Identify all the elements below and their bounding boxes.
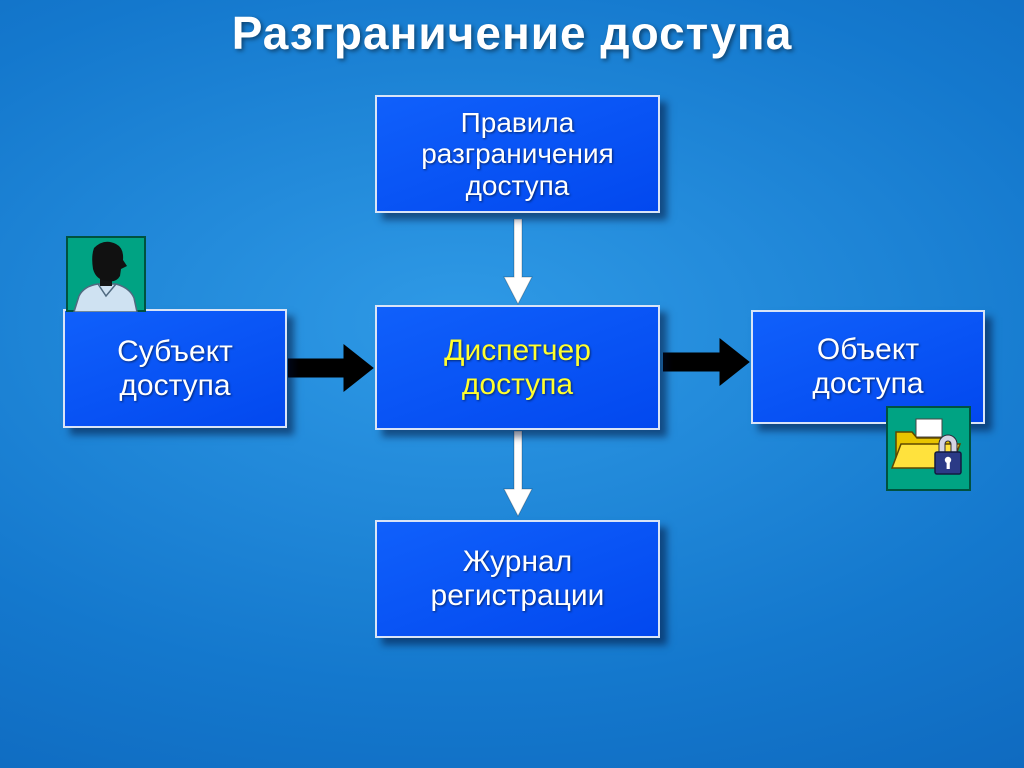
person-icon bbox=[66, 236, 146, 312]
arrow-subject-to-dispatcher-icon bbox=[288, 343, 374, 393]
box-journal: Журнал регистрации bbox=[375, 520, 660, 638]
box-dispatcher: Диспетчер доступа bbox=[375, 305, 660, 430]
arrow-dispatcher-to-object-icon bbox=[663, 337, 750, 387]
slide-title: Разграничение доступа bbox=[231, 7, 793, 59]
box-dispatcher-label: Диспетчер доступа bbox=[444, 333, 591, 401]
arrow-down-dispatcher-to-journal-icon bbox=[503, 431, 533, 517]
arrow-down-rules-to-dispatcher-icon bbox=[503, 219, 533, 305]
box-journal-label: Журнал регистрации bbox=[430, 545, 605, 612]
locked-folder-icon bbox=[886, 406, 971, 491]
box-rules-label: Правила разграничения доступа bbox=[421, 106, 614, 201]
box-object: Объект доступа bbox=[751, 310, 985, 424]
box-object-label: Объект доступа bbox=[812, 333, 924, 400]
box-rules: Правила разграничения доступа bbox=[375, 95, 660, 213]
box-subject-label: Субъект доступа bbox=[117, 334, 233, 402]
box-subject: Субъект доступа bbox=[63, 309, 287, 428]
